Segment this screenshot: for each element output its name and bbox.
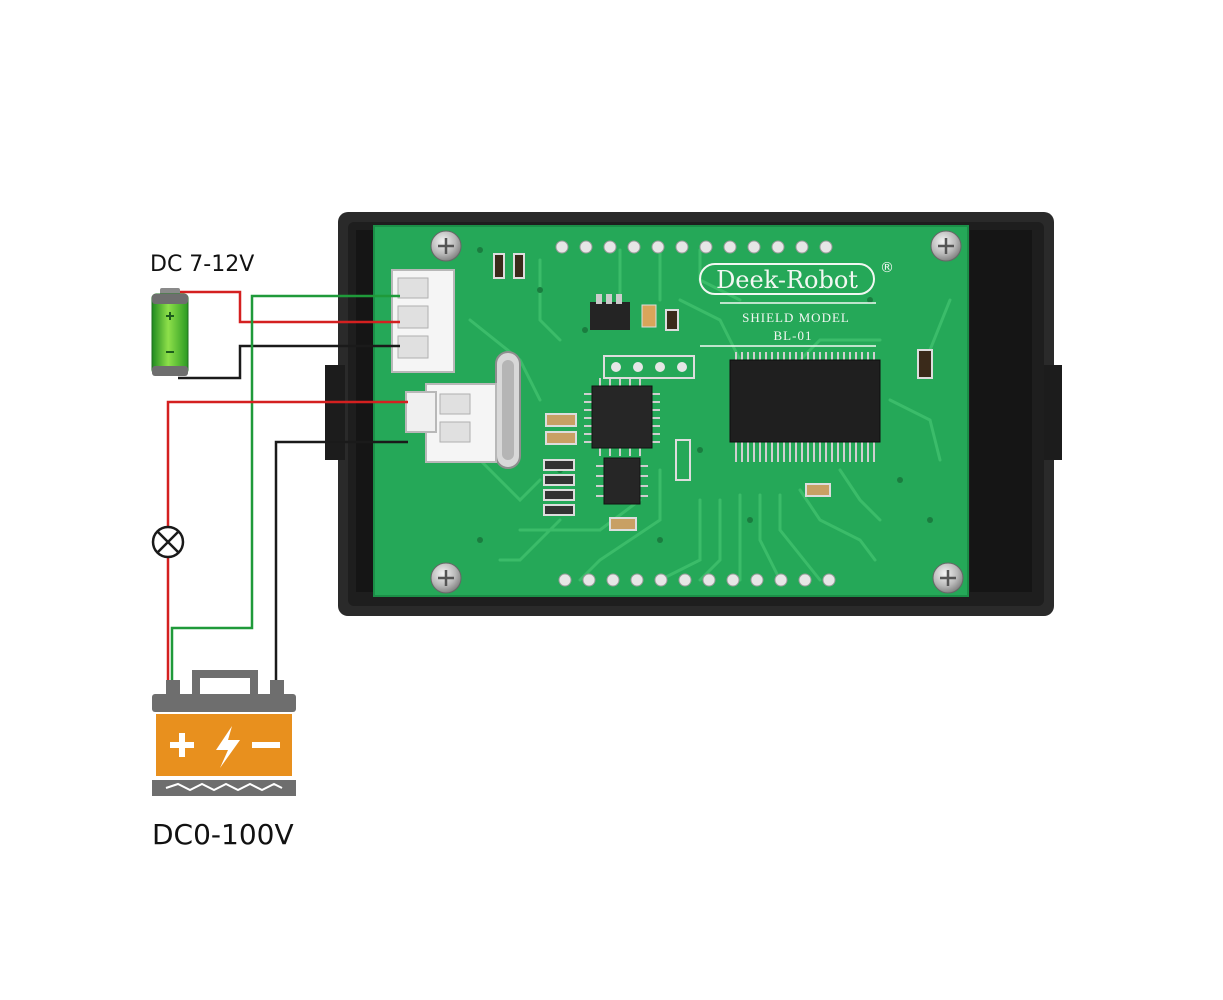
pcb-model-line: SHIELD MODEL <box>742 310 850 325</box>
driver-chip <box>729 352 881 462</box>
soic-chip <box>596 457 648 505</box>
wire-supply-positive <box>178 290 400 324</box>
crystal-icon <box>495 351 521 469</box>
registered-mark: ® <box>880 260 894 276</box>
wiring <box>166 290 408 680</box>
top-pin-header <box>555 240 833 254</box>
measured-range-label: DC0-100V <box>152 818 294 851</box>
screw-icon <box>430 230 462 262</box>
power-connector <box>391 269 455 373</box>
wire-measure-positive-upper <box>166 400 408 528</box>
mounting-screws <box>430 230 964 594</box>
supply-voltage-label: DC 7-12V <box>150 252 254 277</box>
measure-connector <box>405 383 497 463</box>
mcu-chip <box>584 378 660 456</box>
wire-signal <box>170 294 400 680</box>
wire-measure-negative <box>274 440 408 680</box>
wire-supply-negative <box>178 344 400 380</box>
bottom-pin-header <box>558 573 836 587</box>
passive-components <box>493 253 933 531</box>
pcb-brand: Deek-Robot <box>716 266 858 294</box>
car-battery-icon <box>152 670 296 796</box>
screw-icon <box>430 562 462 594</box>
pcb-model-code: BL-01 <box>774 328 813 343</box>
regulator-chip <box>590 294 630 330</box>
aa-battery-icon <box>151 288 189 376</box>
lamp-icon <box>151 525 185 559</box>
silkscreen-branding: Deek-Robot ® SHIELD MODEL BL-01 <box>699 260 894 347</box>
screw-icon <box>930 230 962 262</box>
screw-icon <box>932 562 964 594</box>
